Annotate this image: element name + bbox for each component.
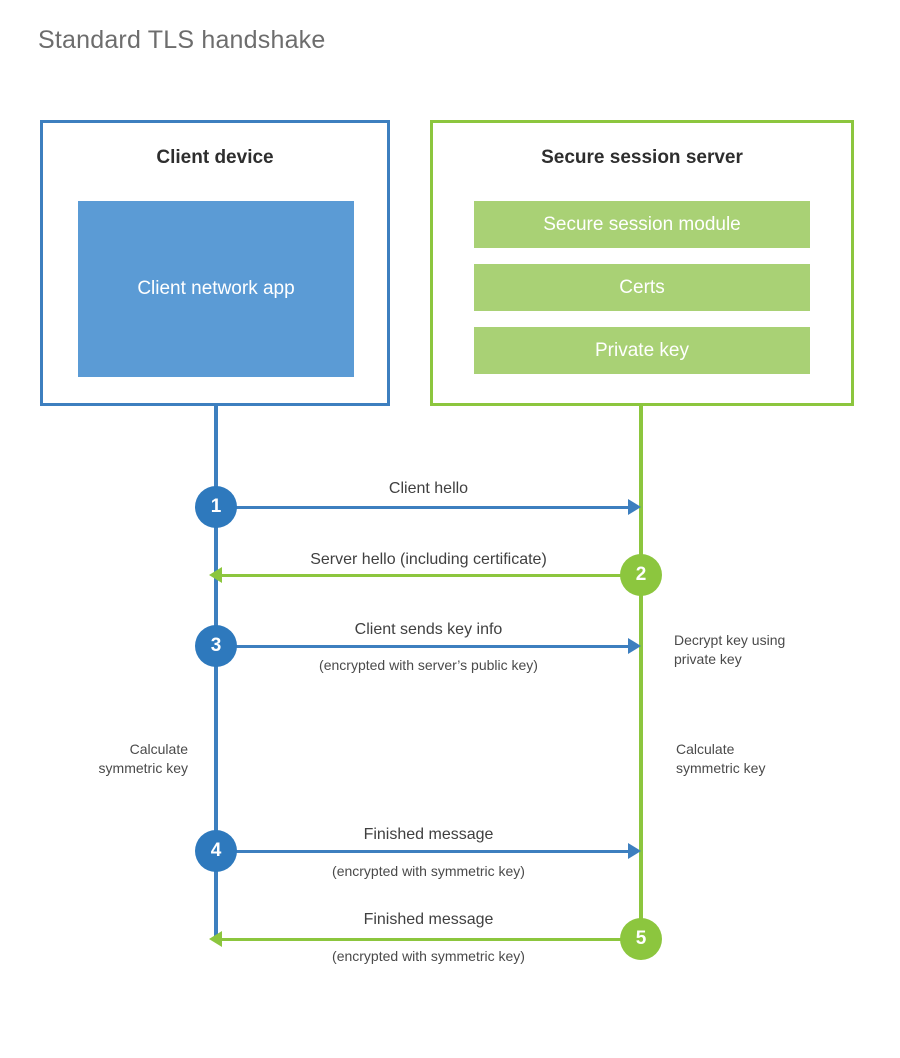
step-3-sublabel: (encrypted with server’s public key) [319, 657, 538, 673]
server-decrypt-note-line-1: Decrypt key using [674, 632, 786, 648]
step-5-sublabel: (encrypted with symmetric key) [332, 948, 525, 964]
step-2-label: Server hello (including certificate) [310, 551, 547, 568]
step-2-arrow-line [222, 574, 632, 577]
client-lifeline [214, 403, 218, 940]
server-decrypt-note: Decrypt key using private key [674, 631, 864, 669]
server-calculate-note-line-1: Calculate [676, 741, 735, 757]
step-1-arrow-line [216, 506, 628, 509]
client-calculate-note-line-2: symmetric key [98, 759, 188, 776]
step-2-arrow-head-icon [209, 567, 222, 583]
server-lifeline [639, 403, 643, 940]
client-calculate-note-line-1: Calculate [129, 741, 188, 757]
server-decrypt-note-line-2: private key [674, 650, 742, 667]
step-4-label: Finished message [363, 826, 494, 843]
step-1-label: Client hello [388, 480, 469, 497]
step-4-arrow-line [216, 850, 628, 853]
step-5-label: Finished message [363, 911, 494, 928]
client-calculate-symmetric-key-note: Calculate symmetric key [30, 740, 188, 778]
step-3-arrow-head-icon [628, 638, 641, 654]
step-1-number-badge: 1 [195, 486, 237, 528]
step-3-number-badge: 3 [195, 625, 237, 667]
client-network-app-block: Client network app [78, 201, 354, 377]
client-device-box: Client device Client network app [40, 120, 390, 406]
step-5-arrow-head-icon [209, 931, 222, 947]
step-5-arrow-line [222, 938, 632, 941]
step-5-number-badge: 5 [620, 918, 662, 960]
server-block-secure-session-module: Secure session module [474, 201, 810, 248]
secure-session-server-title: Secure session server [541, 147, 743, 168]
step-3-label: Client sends key info [354, 621, 503, 638]
server-calculate-symmetric-key-note: Calculate symmetric key [676, 740, 866, 778]
page-title: Standard TLS handshake [38, 26, 326, 54]
step-3-arrow-line [216, 645, 628, 648]
step-4-arrow-head-icon [628, 843, 641, 859]
step-4-sublabel: (encrypted with symmetric key) [332, 863, 525, 879]
client-device-title: Client device [156, 147, 274, 168]
secure-session-server-box: Secure session server Secure session mod… [430, 120, 854, 406]
step-2-number-badge: 2 [620, 554, 662, 596]
server-block-private-key: Private key [474, 327, 810, 374]
server-block-certs: Certs [474, 264, 810, 311]
step-4-number-badge: 4 [195, 830, 237, 872]
step-1-arrow-head-icon [628, 499, 641, 515]
server-calculate-note-line-2: symmetric key [676, 759, 766, 776]
